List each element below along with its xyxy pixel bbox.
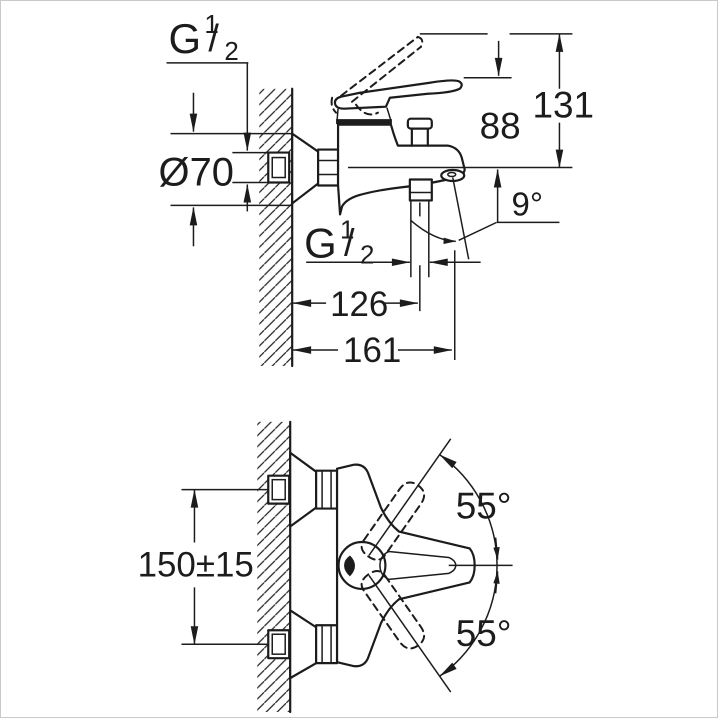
height-131-label: 131 bbox=[533, 85, 595, 126]
upper-connection bbox=[267, 451, 339, 528]
wall-thread-dimension: G 1 / 2 bbox=[166, 11, 269, 212]
union-nut bbox=[317, 148, 340, 187]
spout-angle-dimension: 9° bbox=[410, 169, 560, 312]
svg-text:2: 2 bbox=[224, 38, 238, 66]
faucet-body-front bbox=[335, 463, 513, 668]
raised-lever-dashed bbox=[330, 35, 424, 116]
height-88-label: 88 bbox=[480, 106, 521, 147]
swing-angle-dimensions: 55° 55° bbox=[368, 438, 512, 693]
wall-section-side bbox=[259, 87, 294, 368]
center-distance-label: 150±15 bbox=[138, 545, 254, 584]
center-distance-dimension: 150±15 bbox=[138, 488, 269, 645]
diameter-label: Ø70 bbox=[159, 150, 234, 194]
wall-hatching bbox=[259, 88, 293, 366]
escutcheon-cone bbox=[291, 132, 320, 205]
wall-section-front bbox=[257, 420, 292, 714]
diverter-knob bbox=[406, 117, 433, 147]
depth-161-label: 161 bbox=[343, 331, 401, 370]
lower-connection bbox=[267, 609, 339, 680]
angle-55-up-label: 55° bbox=[456, 486, 512, 527]
swing-arc bbox=[439, 454, 498, 677]
side-view-drawing: G 1 / 2 Ø70 bbox=[159, 11, 594, 370]
swing-leg-down bbox=[368, 574, 452, 693]
depth-126-dimension: 126 bbox=[292, 285, 419, 324]
side-view-dimensions: G 1 / 2 Ø70 bbox=[159, 11, 594, 370]
body-spout-outline bbox=[336, 123, 466, 216]
escutcheon-diameter-dimension: Ø70 bbox=[159, 92, 293, 247]
lever-handle-side bbox=[333, 79, 463, 110]
wall-hatching bbox=[257, 421, 291, 713]
thread-label-bottom: G bbox=[304, 219, 337, 266]
faucet-body-side bbox=[330, 35, 466, 216]
stream-angle-line bbox=[452, 177, 470, 260]
depth-161-dimension: 161 bbox=[292, 250, 456, 370]
lever-notch bbox=[344, 555, 356, 577]
front-view-drawing: 55° 55° 150±15 bbox=[138, 420, 513, 714]
shower-thread-dimension: G 1 / 2 bbox=[304, 216, 481, 269]
thread-label-top: G bbox=[169, 15, 202, 62]
svg-text:2: 2 bbox=[360, 241, 374, 269]
swing-leg-up bbox=[368, 438, 452, 556]
wall-union-fitting bbox=[267, 151, 291, 184]
escutcheon-and-nut bbox=[291, 132, 340, 205]
svg-text:/: / bbox=[208, 18, 219, 60]
angle-9-label: 9° bbox=[512, 185, 543, 222]
depth-126-label: 126 bbox=[330, 285, 388, 324]
svg-text:1: 1 bbox=[204, 11, 218, 39]
svg-text:/: / bbox=[344, 222, 355, 264]
angle-55-down-label: 55° bbox=[456, 613, 512, 654]
height-dimensions: 88 131 bbox=[348, 33, 595, 169]
svg-text:1: 1 bbox=[340, 216, 354, 244]
shower-outlet-connection bbox=[408, 178, 433, 202]
